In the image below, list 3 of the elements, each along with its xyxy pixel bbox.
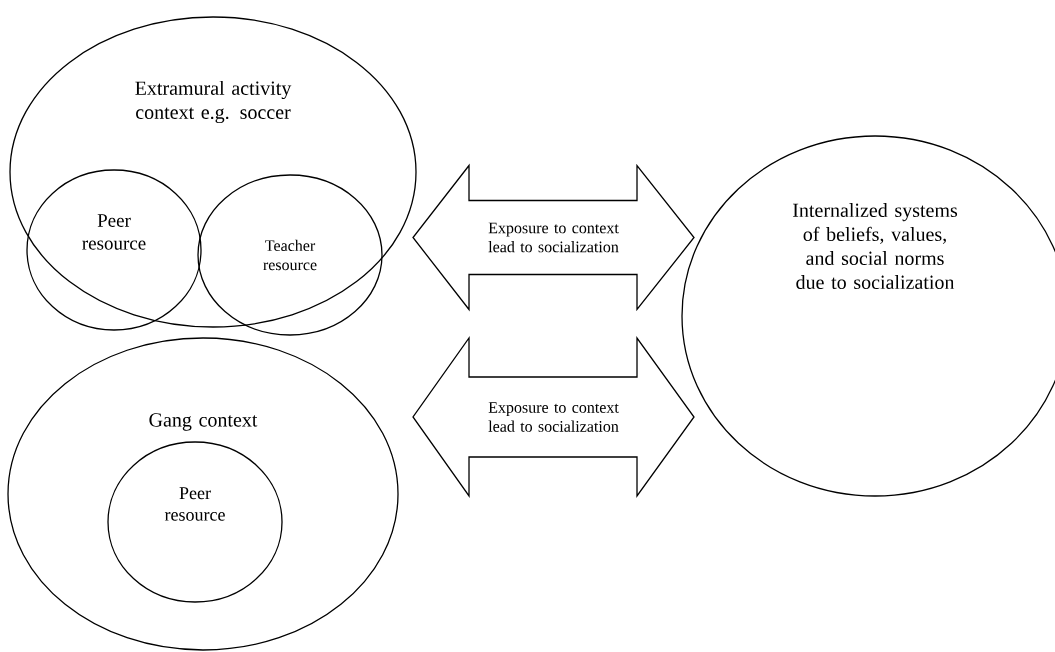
edge-label: Exposure to context lead to socialization: [488, 222, 619, 253]
block-arrow: [412, 163, 695, 312]
edge-label: Exposure to context lead to socialization: [488, 402, 619, 432]
